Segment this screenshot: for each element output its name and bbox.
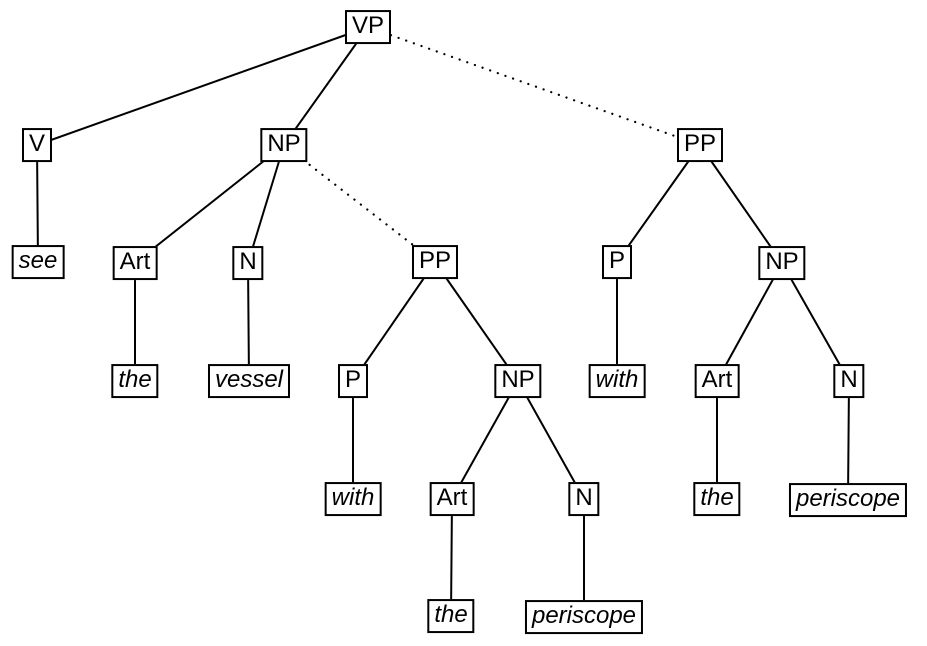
tree-node-v: V — [21, 128, 53, 162]
tree-node-pp1: PP — [411, 245, 459, 279]
tree-node-pp2: PP — [676, 128, 724, 162]
edge-pp1-np2 — [434, 261, 519, 382]
edge-np1-pp1 — [282, 143, 437, 264]
edge-vp-pp2 — [366, 25, 702, 147]
edge-np2-n2 — [517, 380, 585, 500]
tree-node-the3: the — [693, 482, 741, 516]
tree-node-n2: N — [568, 482, 600, 516]
edge-vp-np1 — [283, 26, 369, 146]
tree-node-np2: NP — [494, 364, 542, 398]
tree-node-with2: with — [588, 364, 646, 398]
tree-node-art3: Art — [694, 364, 740, 398]
edge-np3-n3 — [781, 262, 850, 382]
tree-node-see: see — [11, 245, 65, 279]
tree-node-art1: Art — [112, 246, 158, 280]
edge-pp2-np3 — [699, 144, 783, 264]
tree-node-vessel: vessel — [207, 364, 291, 398]
tree-node-periscope2: periscope — [788, 483, 908, 517]
tree-node-the2: the — [427, 599, 475, 633]
tree-node-np3: NP — [758, 246, 806, 280]
tree-node-p1: P — [337, 364, 369, 398]
edge-vp-v — [36, 26, 369, 146]
edge-pp2-p2 — [616, 144, 701, 263]
tree-node-n3: N — [833, 364, 865, 398]
tree-node-the1: the — [111, 364, 159, 398]
edge-n3-periscope2 — [847, 380, 850, 501]
tree-node-art2: Art — [429, 482, 475, 516]
edge-v-see — [36, 144, 39, 263]
tree-node-np1: NP — [260, 128, 308, 162]
edge-pp1-p1 — [352, 261, 436, 382]
tree-node-vp: VP — [344, 10, 392, 44]
edge-n1-vessel — [247, 262, 250, 382]
tree-node-with1: with — [324, 482, 382, 516]
tree-node-periscope1: periscope — [524, 600, 644, 634]
edge-np2-art2 — [451, 380, 519, 500]
edge-np1-art1 — [134, 144, 285, 264]
edge-np1-n1 — [247, 144, 285, 264]
tree-node-n1: N — [232, 246, 264, 280]
tree-node-p2: P — [601, 245, 633, 279]
edge-np3-art3 — [716, 262, 783, 382]
edge-art2-the2 — [450, 498, 453, 617]
